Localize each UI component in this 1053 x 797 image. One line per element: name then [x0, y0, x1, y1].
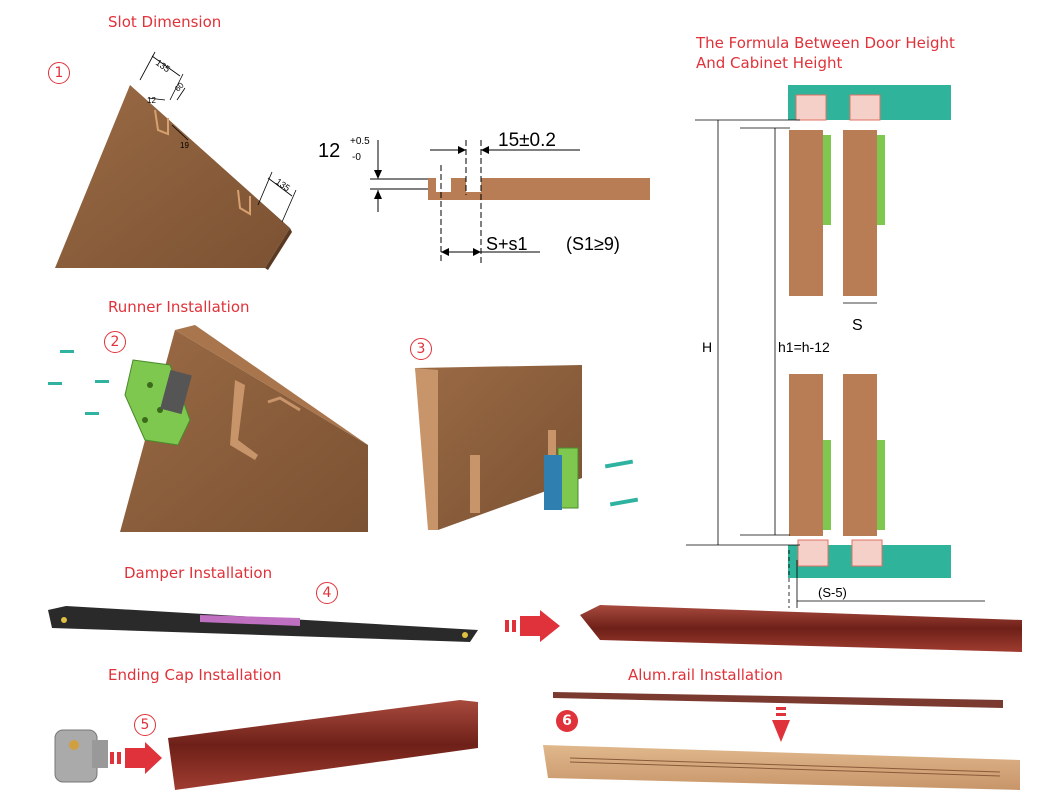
arrow-down-icon-step6	[772, 707, 790, 742]
screw-icons-step2	[48, 350, 109, 415]
condition-label: (S1≥9)	[566, 234, 620, 254]
dim-135-bottom: 135	[274, 176, 292, 193]
dim-135-top: 135	[154, 57, 172, 74]
formula-S-label: S	[852, 317, 863, 334]
spacing-label: S+s1	[486, 234, 528, 254]
screw-icons-step3	[604, 459, 639, 507]
formula-diagram	[686, 85, 985, 608]
step-6-badge: 6	[556, 710, 578, 732]
aluminum-channel-step5	[168, 700, 478, 790]
formula-offset-label: (S-5)	[818, 585, 847, 600]
step-3-badge: 3	[410, 338, 432, 360]
step-2-badge: 2	[104, 331, 126, 353]
runner-plate	[124, 359, 192, 446]
slot-panel-drawing	[55, 51, 297, 270]
wood-plank-step6	[543, 745, 1020, 790]
slot-width-label: 15±0.2	[498, 130, 556, 151]
formula-title-line2: And Cabinet Height	[696, 54, 843, 72]
step-4-badge: 4	[316, 582, 338, 604]
slot-section-drawing	[370, 140, 650, 264]
dim-19: 19	[180, 141, 189, 150]
slot-dimension-title: Slot Dimension	[108, 13, 222, 31]
formula-title-line1: The Formula Between Door Height	[696, 34, 955, 52]
arrow-right-icon-step4	[505, 610, 560, 642]
formula-h1-label: h1=h-12	[778, 339, 830, 355]
depth-label: 12	[318, 140, 340, 162]
damper-installation-title: Damper Installation	[124, 564, 273, 582]
damper-rail	[48, 606, 478, 642]
runner-installation-title: Runner Installation	[108, 298, 250, 316]
step-5-badge: 5	[134, 714, 156, 736]
dim-60: 60	[173, 80, 186, 93]
aluminum-channel-step4	[580, 605, 1022, 652]
arrow-right-icon-step5	[110, 742, 162, 774]
thin-alum-rail	[553, 692, 1003, 708]
runner-panel-step3	[415, 365, 582, 530]
depth-tolerance-minus: -0	[352, 152, 361, 163]
formula-H-label: H	[702, 339, 712, 355]
ending-cap-installation-title: Ending Cap Installation	[108, 666, 282, 684]
depth-tolerance-plus: +0.5	[350, 136, 370, 147]
step-1-badge: 1	[48, 62, 70, 84]
alum-rail-installation-title: Alum.rail Installation	[628, 666, 783, 684]
dim-12: 12	[147, 96, 156, 105]
runner-plate-step3	[544, 447, 579, 510]
end-cap-part	[54, 729, 108, 783]
